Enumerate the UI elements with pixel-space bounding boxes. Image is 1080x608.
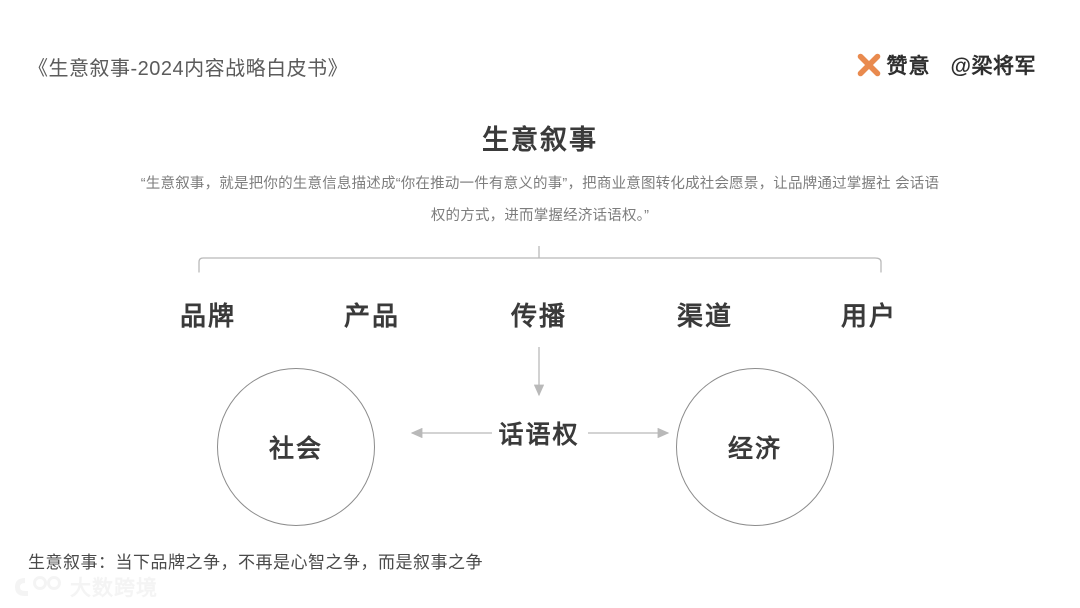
category-label-brand: 品牌 [179,301,237,331]
document-title: 《生意叙事-2024内容战略白皮书》 [28,58,349,80]
category-label-channel: 渠道 [676,301,734,331]
grouping-bracket [198,246,882,273]
quote-line-1: “生意叙事，就是把你的生意信息描述成“你在推动一件有意义的事”，把商业意图转化成… [140,176,891,192]
circle-economy-label: 经济 [727,435,782,463]
dashu-logo-icon [15,576,61,596]
category-label-communication: 传播 [510,301,568,331]
watermark: 大数跨境 [12,572,158,602]
center-label-discourse-power: 话语权 [498,421,580,449]
circle-economy: 经济 [676,368,834,526]
brand-lockup: 赞意 @梁将军 [856,50,1036,80]
quote-line-2: 会话语权的方式，进而掌握经济话语权。” [430,176,940,224]
relationship-diagram: 社会 话语权 经济 [0,345,1080,526]
circle-society-label: 社会 [268,435,323,463]
brand-handle: @梁将军 [950,55,1036,78]
circle-society: 社会 [217,368,375,526]
definition-quote: “生意叙事，就是把你的生意信息描述成“你在推动一件有意义的事”，把商业意图转化成… [140,168,940,232]
category-row: 品牌 产品 传播 渠道 用户 [0,296,1080,332]
category-label-user: 用户 [840,301,898,331]
category-label-product: 产品 [343,301,401,331]
orange-x-mark-icon [857,53,880,77]
watermark-text: 大数跨境 [70,577,158,600]
brand-name: 赞意 [886,55,931,78]
page-title: 生意叙事 [482,125,598,155]
footer-caption: 生意叙事：当下品牌之争，不再是心智之争，而是叙事之争 [28,553,483,572]
diagram-arrows [410,347,670,439]
